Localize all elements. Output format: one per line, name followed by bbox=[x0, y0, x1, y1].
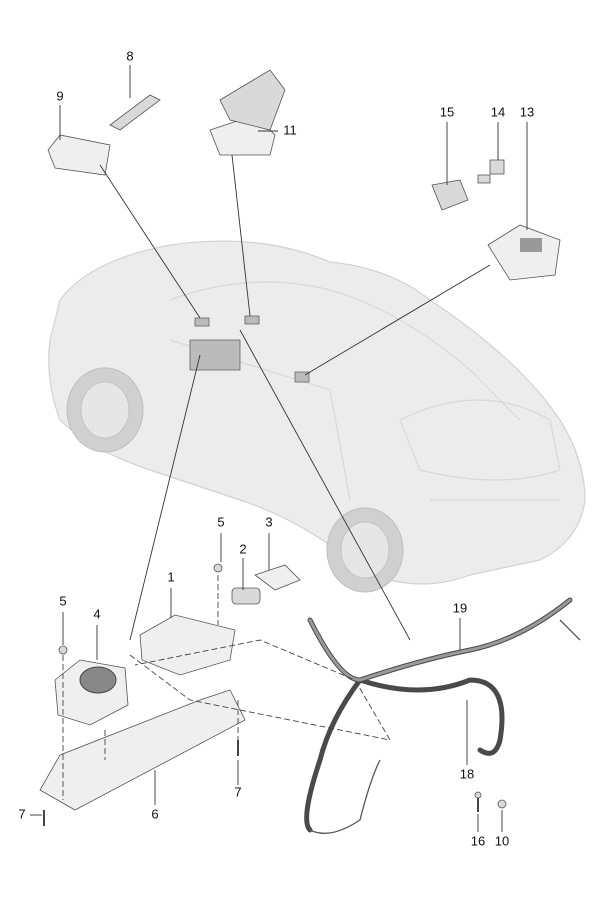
callout-14[interactable]: 14 bbox=[491, 104, 505, 119]
callout-5[interactable]: 5 bbox=[217, 514, 224, 529]
part-3-bracket[interactable] bbox=[254, 564, 301, 591]
callout-8[interactable]: 8 bbox=[126, 48, 133, 63]
callout-4[interactable]: 4 bbox=[93, 606, 100, 621]
callout-11[interactable]: 11 bbox=[283, 122, 297, 137]
part-13-console[interactable] bbox=[487, 224, 561, 281]
part-11-module[interactable] bbox=[209, 69, 286, 156]
callout-3[interactable]: 3 bbox=[265, 514, 272, 529]
callout-16[interactable]: 16 bbox=[471, 833, 485, 848]
part-15-switch[interactable] bbox=[431, 179, 469, 211]
callout-6[interactable]: 6 bbox=[151, 806, 158, 821]
callout-13[interactable]: 13 bbox=[520, 104, 534, 119]
callout-1[interactable]: 1 bbox=[167, 569, 174, 584]
part-6-carrier-plate[interactable] bbox=[39, 689, 246, 811]
part-10-nut[interactable] bbox=[497, 799, 507, 809]
callout-5-left[interactable]: 5 bbox=[59, 593, 66, 608]
leader-lines bbox=[30, 65, 528, 832]
part-1-control-unit[interactable] bbox=[139, 614, 236, 676]
part-16-screw[interactable] bbox=[474, 791, 482, 812]
part-5-nut-a[interactable] bbox=[213, 563, 223, 573]
part-4-speaker[interactable] bbox=[54, 659, 129, 726]
callout-7-left[interactable]: 7 bbox=[18, 806, 25, 821]
callout-9[interactable]: 9 bbox=[56, 88, 63, 103]
callout-18[interactable]: 18 bbox=[460, 766, 474, 781]
part-8-antenna[interactable] bbox=[109, 94, 161, 131]
part-5-nut-b[interactable] bbox=[58, 645, 68, 655]
part-18-19-wiring-harness[interactable] bbox=[304, 597, 581, 834]
callout-19[interactable]: 19 bbox=[453, 600, 467, 615]
vehicle-illustration bbox=[48, 240, 586, 593]
part-14-connector[interactable] bbox=[477, 159, 505, 184]
callout-2[interactable]: 2 bbox=[239, 541, 246, 556]
callout-7[interactable]: 7 bbox=[234, 784, 241, 799]
callout-15[interactable]: 15 bbox=[440, 104, 454, 119]
part-2-plug[interactable] bbox=[231, 587, 261, 605]
callout-10[interactable]: 10 bbox=[495, 833, 509, 848]
callout-labels: 8 9 11 15 14 13 5 3 2 1 5 4 19 18 7 6 7 … bbox=[18, 48, 534, 848]
part-9-bracket[interactable] bbox=[47, 134, 111, 176]
